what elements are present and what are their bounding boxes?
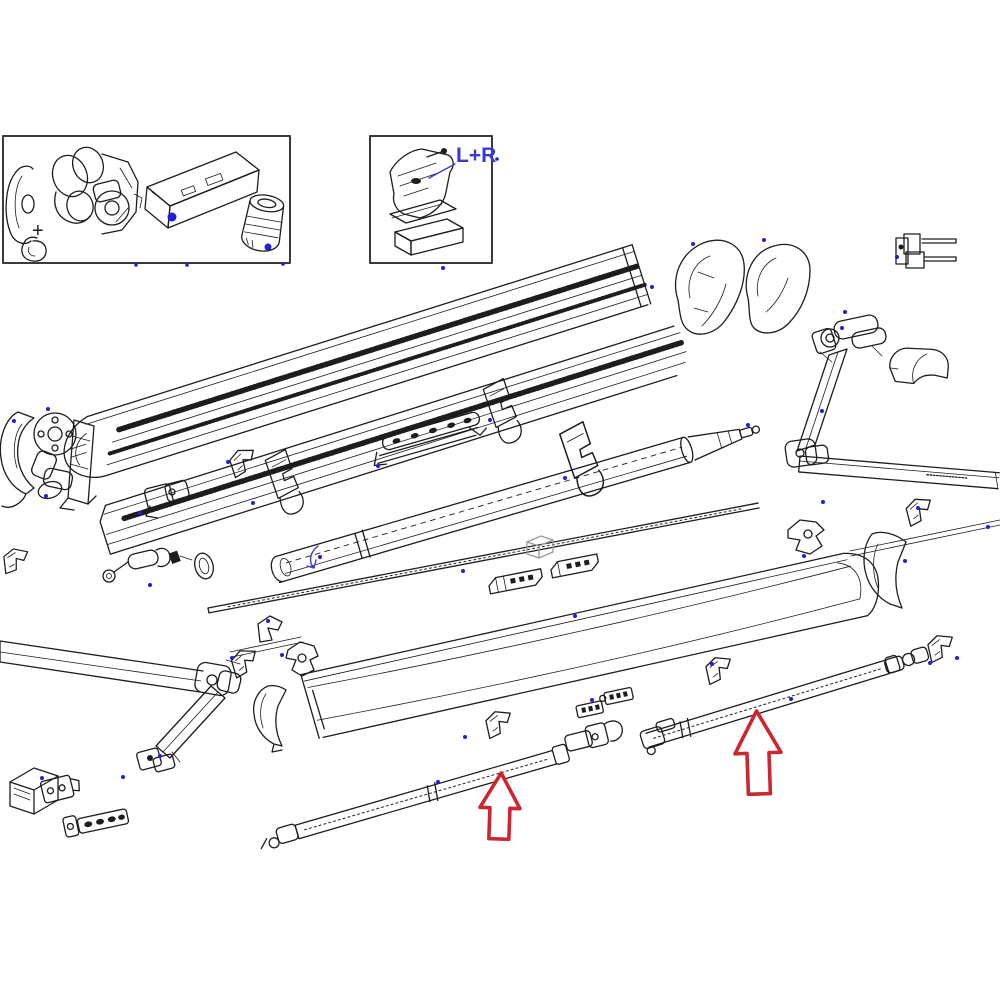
led-mounting-plate <box>62 808 130 838</box>
spring-hook <box>102 547 171 583</box>
cassette-end-cap-outer <box>745 243 811 334</box>
cover-bracket <box>389 148 454 219</box>
corner-bracket <box>257 615 283 643</box>
strap-hanger-right <box>557 419 607 501</box>
lead-rail-profile <box>300 552 880 739</box>
rail-segment-right <box>849 519 1000 557</box>
left-right-label: L+R <box>456 144 496 167</box>
lead-rail-claw-left <box>285 641 319 677</box>
spacer-block <box>394 218 464 256</box>
plus-mark-label: + <box>32 220 44 242</box>
arm-bracket <box>143 479 190 519</box>
strap-hanger-middle <box>481 376 525 447</box>
rafter-slider-pair <box>575 686 634 719</box>
motor-assembly <box>51 146 143 235</box>
clamp-bracket <box>5 165 35 245</box>
lead-rail-end-cap-right <box>863 531 907 609</box>
release-cup <box>21 236 47 262</box>
leader-line <box>428 163 456 179</box>
rafter-clip-middle <box>704 655 734 686</box>
cassette-roof-profile <box>63 244 652 478</box>
gear-hub-assembly <box>0 411 97 511</box>
arm-clip <box>229 647 260 679</box>
rail-segment-left <box>229 636 304 658</box>
support-arm-left <box>0 640 242 773</box>
slider-right <box>550 553 599 579</box>
lead-rail-end-cap-left <box>252 684 287 753</box>
tension-rafter-right <box>639 646 930 756</box>
guide-rail <box>207 502 760 614</box>
arm-cover <box>889 347 949 385</box>
tension-rafter-left <box>260 720 623 850</box>
inset-box-electronics: + <box>2 135 291 264</box>
control-box <box>144 151 260 229</box>
mounting-foot <box>9 767 80 815</box>
square-nut <box>526 535 554 559</box>
wall-bracket-with-rods <box>895 233 957 269</box>
fastener-markers <box>12 157 990 784</box>
roller-washer <box>168 550 214 580</box>
rotation-arrow <box>306 545 319 569</box>
highlight-arrow-left <box>478 771 522 842</box>
drainage-rail <box>373 411 487 467</box>
inset-box-mounting-bracket: L+R <box>369 135 496 264</box>
cassette-end-cap-inner <box>674 239 745 335</box>
highlight-arrow-right <box>733 709 783 797</box>
rafter-clip-left <box>484 709 514 740</box>
rafter-clip-right <box>926 633 956 664</box>
roller-tube <box>270 425 761 584</box>
slider-left <box>488 568 543 595</box>
lead-rail-claw-right <box>787 519 825 555</box>
lead-rail-clip <box>904 496 935 528</box>
flat-plate <box>389 199 457 224</box>
support-arm-right <box>784 314 1000 490</box>
adapter-cylinder <box>241 194 285 252</box>
wall-clip-left <box>3 548 29 575</box>
